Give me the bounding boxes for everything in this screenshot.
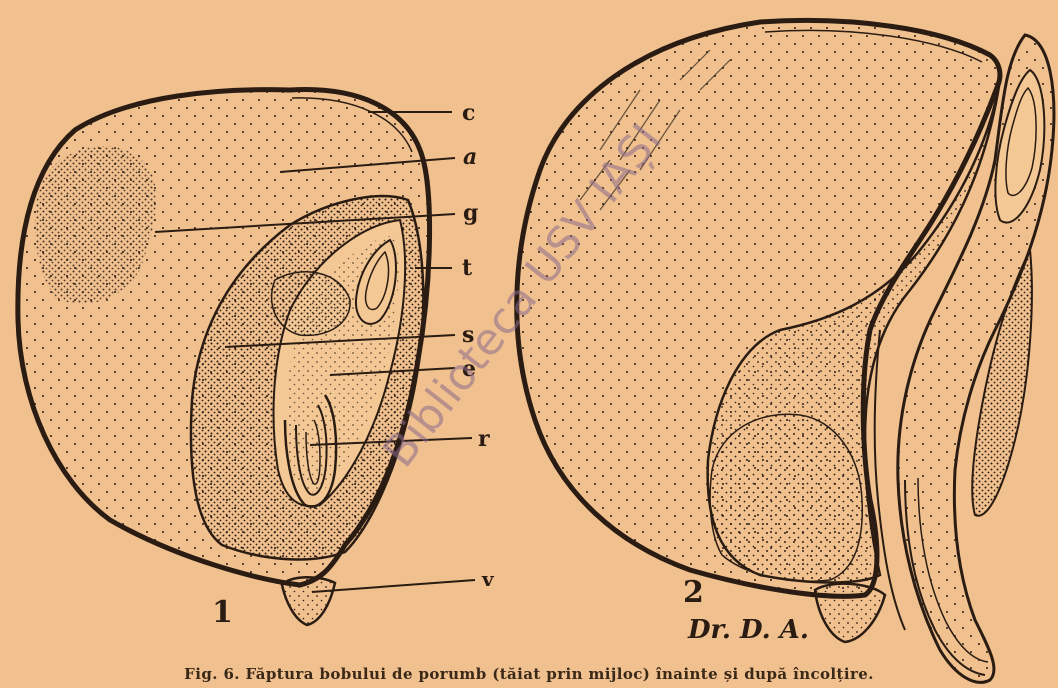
artist-signature: Dr. D. A.	[687, 615, 809, 645]
figure-number-2: 2	[683, 575, 704, 610]
label-c: c	[462, 100, 475, 126]
kernel-2-drawing	[517, 20, 1054, 682]
figure-number-1: 1	[212, 595, 233, 630]
label-g: g	[463, 200, 478, 226]
label-v: v	[481, 567, 495, 591]
leader-line-v	[312, 580, 475, 592]
kernel-2-endosperm-dense	[710, 414, 862, 581]
figure-caption: Fig. 6. Făptura bobului de porumb (tăiat…	[0, 665, 1058, 687]
label-r: r	[478, 426, 490, 452]
label-a: a	[463, 144, 477, 170]
label-t: t	[462, 255, 473, 281]
kernel-1-tip-cap	[282, 577, 335, 625]
kernel-1-drawing	[18, 90, 430, 625]
kernel-2-tip-cap	[815, 584, 885, 642]
